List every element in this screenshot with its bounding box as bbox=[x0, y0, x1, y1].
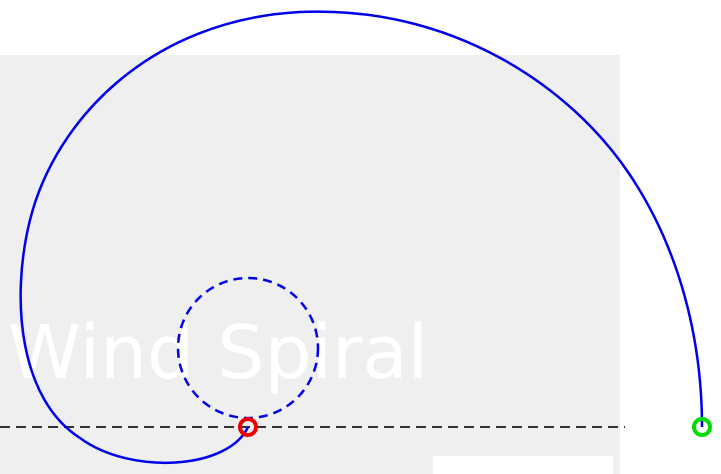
corner-label-box bbox=[433, 456, 613, 474]
diagram-title: Wind Spiral bbox=[8, 310, 428, 396]
background-panel bbox=[0, 55, 620, 474]
end-point-marker bbox=[692, 417, 712, 437]
wind-spiral-curve bbox=[19, 10, 704, 465]
start-point-marker bbox=[238, 417, 258, 437]
